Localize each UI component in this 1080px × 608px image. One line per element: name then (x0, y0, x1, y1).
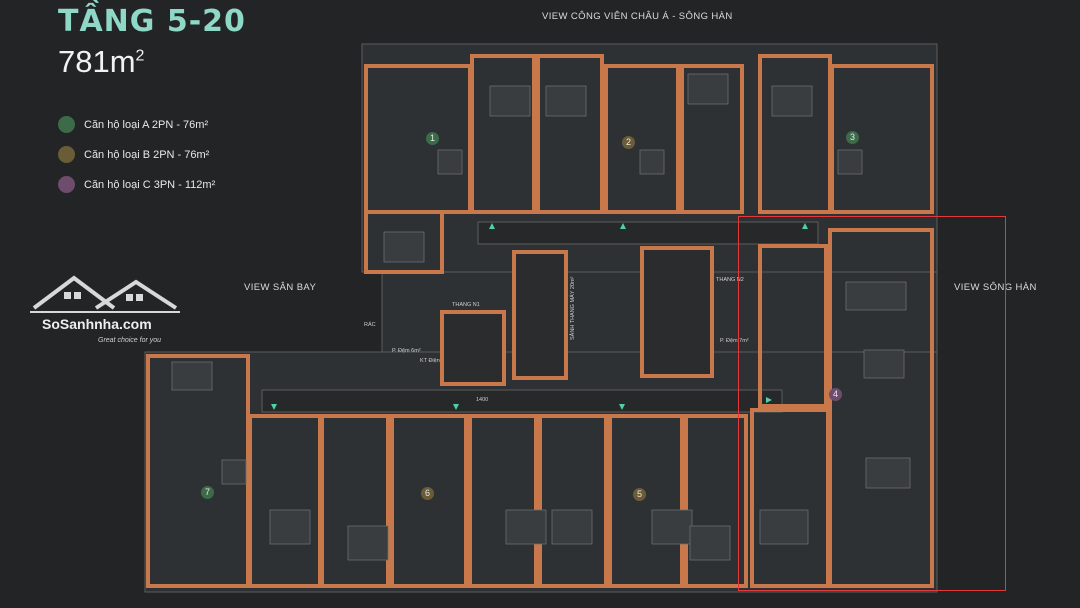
unit-marker[interactable]: 6 (421, 487, 434, 500)
unit-marker[interactable]: 3 (846, 131, 859, 144)
tech-room-label: KT Điện (420, 358, 440, 364)
buffer-room-label: P. Đệm 7m² (720, 338, 749, 344)
legend-item-type-b: Căn hộ loại B 2PN - 76m² (58, 146, 215, 163)
logo-tagline: Great choice for you (98, 337, 162, 344)
legend-dot (58, 176, 75, 193)
buffer-room-label: P. Đệm 6m² (392, 348, 421, 354)
unit-4-highlight-box (738, 216, 1006, 591)
legend: Căn hộ loại A 2PN - 76m² Căn hộ loại B 2… (58, 116, 215, 206)
trash-room-label: RÁC (364, 322, 376, 328)
upper-units (364, 54, 934, 274)
view-label-right: VIEW SÔNG HÀN (954, 282, 1037, 293)
house-icon (30, 275, 180, 313)
unit-marker[interactable]: 7 (201, 486, 214, 499)
unit-marker[interactable]: 5 (633, 488, 646, 501)
legend-item-type-a: Căn hộ loại A 2PN - 76m² (58, 116, 215, 133)
lobby-label: SẢNH THANG MÁY 20m² (570, 276, 576, 340)
furniture (171, 73, 911, 561)
logo-name: SoSanhnha.com (42, 316, 152, 332)
corridor-width-label: 1400 (476, 397, 489, 403)
legend-dot (58, 146, 75, 163)
logo: SoSanhnha.com Great choice for you (30, 268, 180, 348)
unit-marker[interactable]: 1 (426, 132, 439, 145)
legend-item-type-c: Căn hộ loại C 3PN - 112m² (58, 176, 215, 193)
core (440, 246, 714, 386)
entrance-arrows (271, 223, 808, 410)
stair-label: THANG N1 (452, 302, 480, 308)
unit-marker[interactable]: 4 (829, 388, 842, 401)
view-label-left: VIEW SÂN BAY (244, 282, 317, 293)
stair-label: THANG N2 (716, 277, 744, 283)
lower-units (146, 228, 934, 588)
view-label-top: VIEW CÔNG VIÊN CHÂU Á - SÔNG HÀN (542, 11, 733, 22)
legend-dot (58, 116, 75, 133)
unit-marker[interactable]: 2 (622, 136, 635, 149)
corridor (261, 221, 819, 413)
floor-area: 781m2 (58, 44, 145, 79)
floor-title: TẦNG 5-20 (58, 4, 246, 39)
